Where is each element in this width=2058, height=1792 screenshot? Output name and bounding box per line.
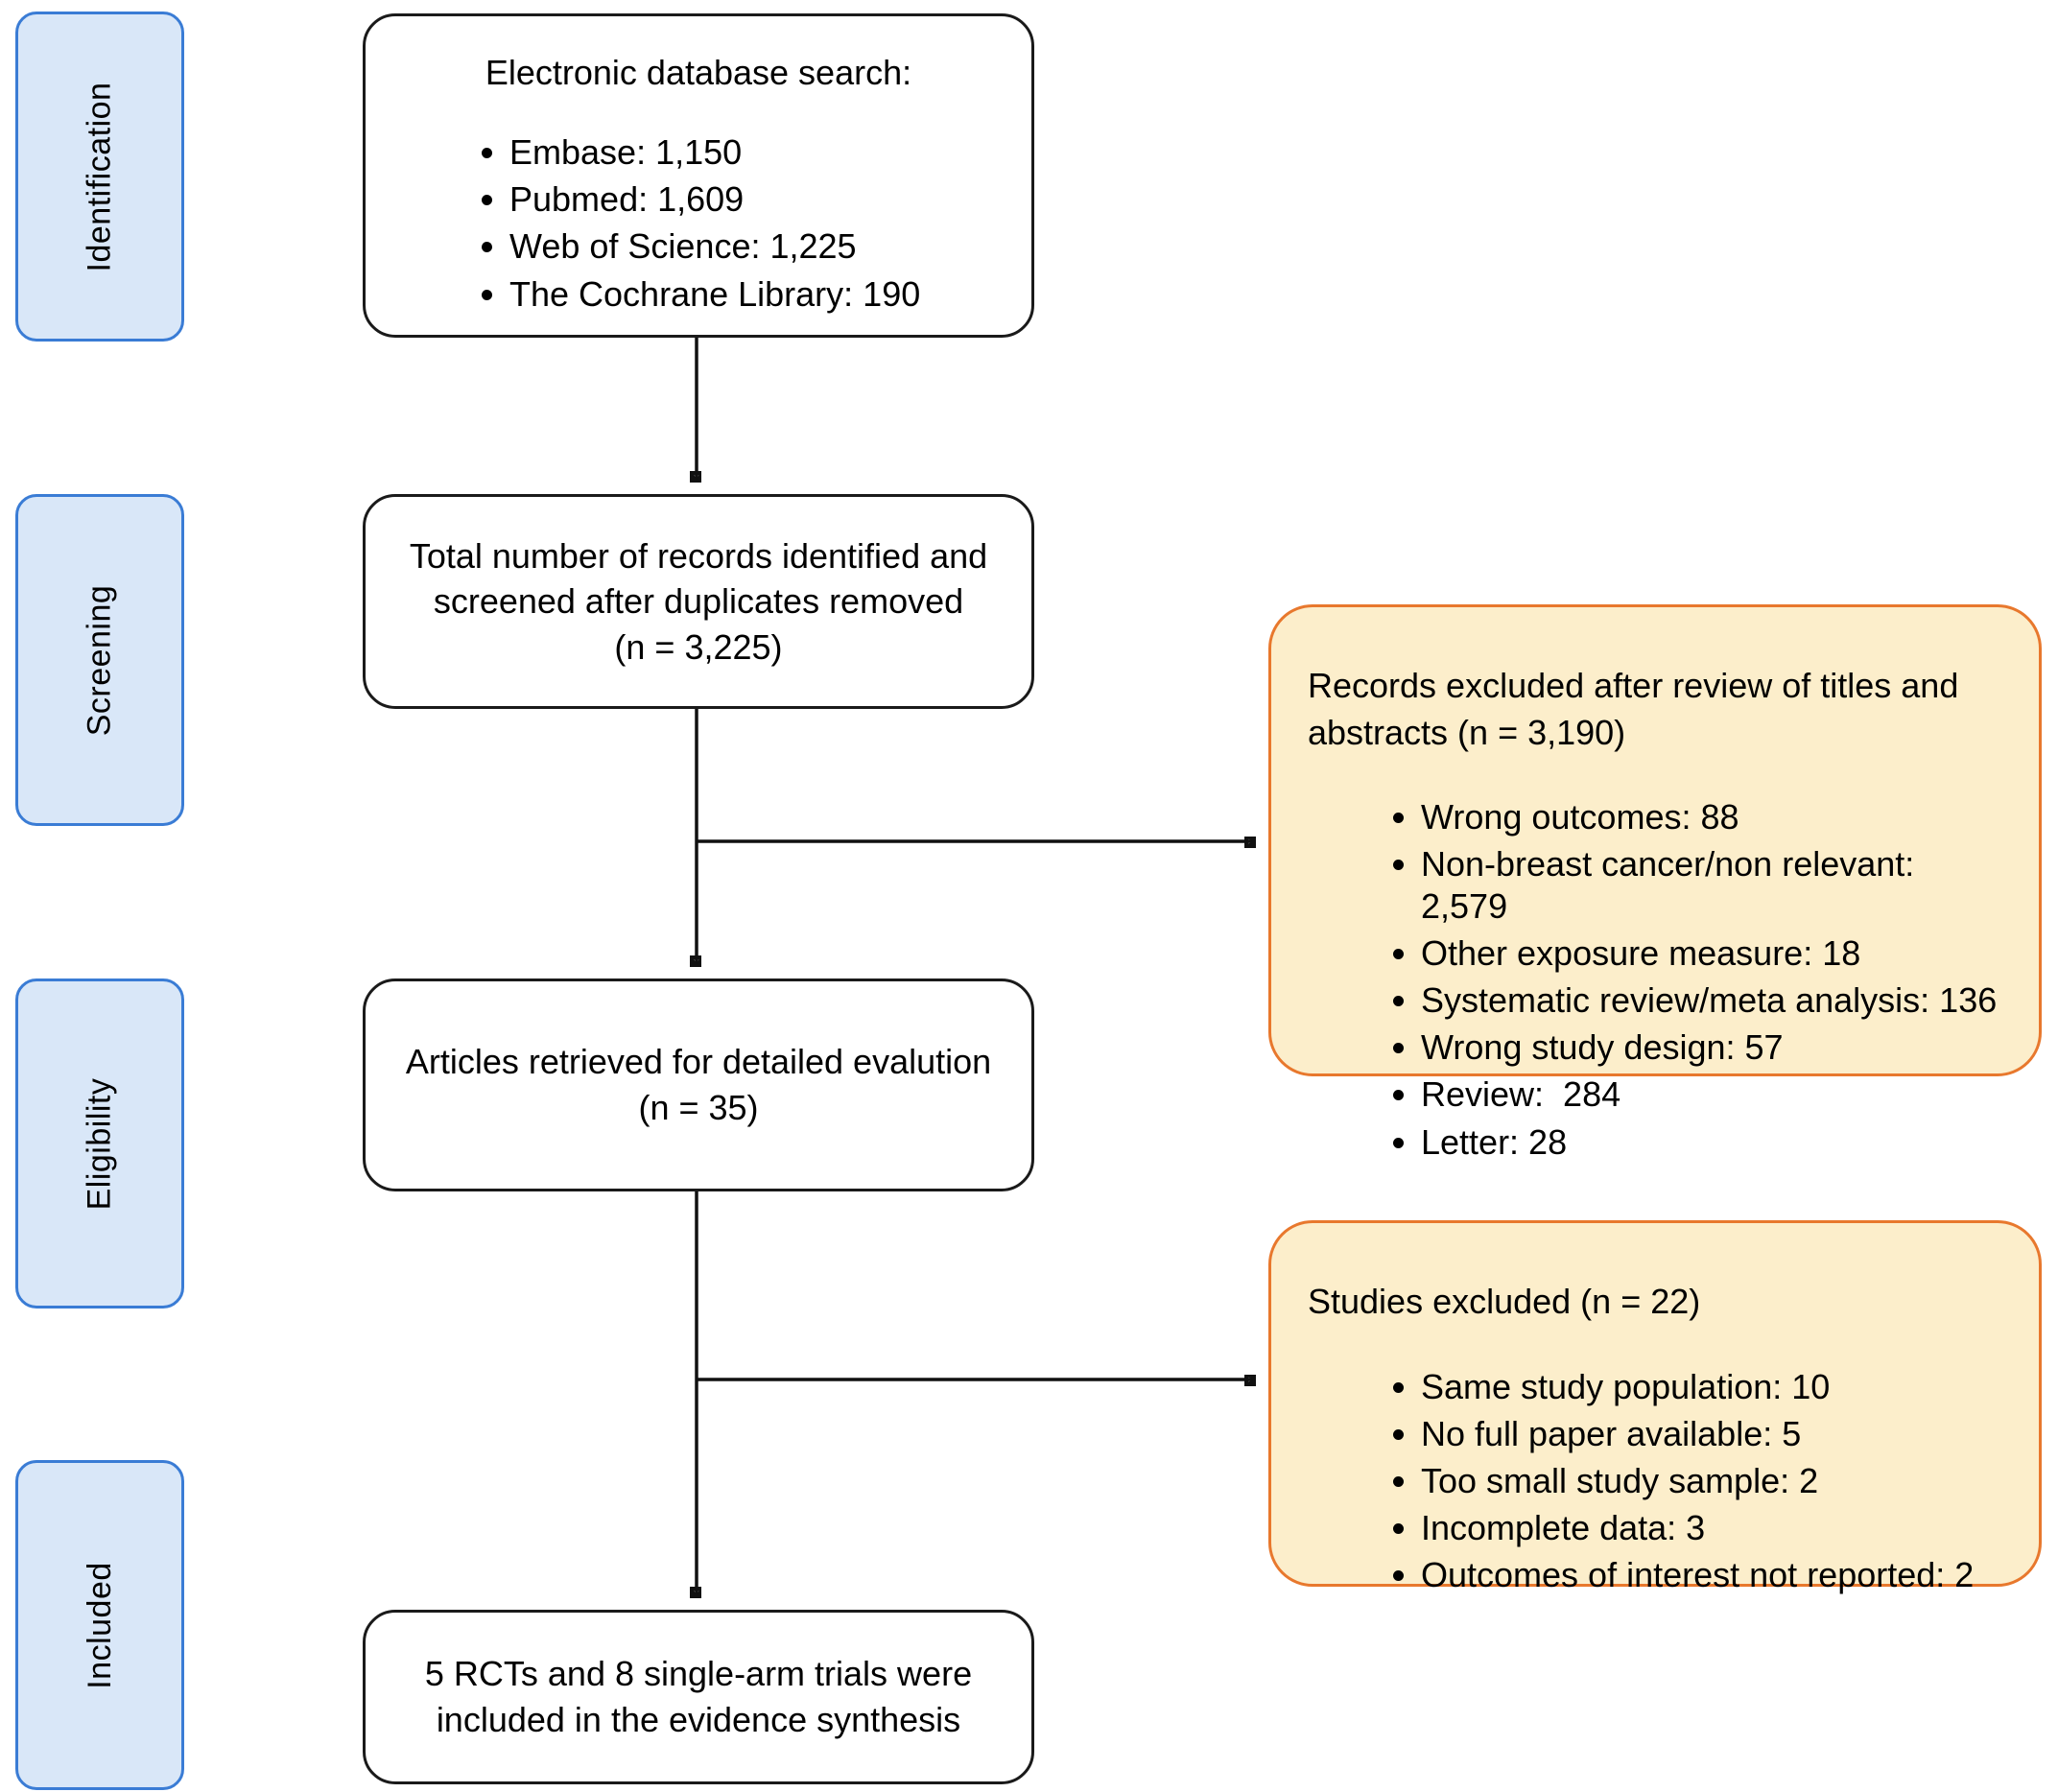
stage-included: Included (15, 1460, 184, 1790)
records-excluded-list: Wrong outcomes: 88 Non-breast cancer/non … (1308, 796, 2000, 1163)
records-screened-text: Total number of records identified and s… (409, 535, 988, 667)
articles-retrieved-text: Articles retrieved for detailed evalutio… (405, 1042, 992, 1127)
stage-screening-label: Screening (81, 584, 118, 736)
stage-included-label: Included (81, 1561, 118, 1689)
bullet-item: Other exposure measure: 18 (1421, 932, 2000, 974)
studies-excluded-list: Same study population: 10 No full paper a… (1308, 1366, 2000, 1596)
database-search-title: Electronic database search: (485, 53, 912, 92)
studies-excluded-title: Studies excluded (n = 22) (1308, 1282, 1701, 1321)
box-studies-excluded: Studies excluded (n = 22) Same study pop… (1268, 1220, 2042, 1594)
bullet-item: Incomplete data: 3 (1421, 1507, 2000, 1548)
stage-eligibility-label: Eligibility (81, 1077, 118, 1210)
bullet-item: Review: 284 (1421, 1073, 2000, 1115)
stage-identification: Identification (15, 12, 184, 342)
records-excluded-title: Records excluded after review of titles … (1308, 666, 1959, 752)
database-search-list: Embase: 1,150Pubmed: 1,609Web of Science… (366, 131, 1031, 315)
bullet-item: Embase: 1,150 (509, 131, 1031, 173)
bullet-item: The Cochrane Library: 190 (509, 273, 1031, 315)
bullet-item: Web of Science: 1,225 (509, 225, 1031, 267)
bullet-item: Outcomes of interest not reported: 2 (1421, 1554, 2000, 1595)
box-database-search: Electronic database search: Embase: 1,15… (363, 13, 1034, 338)
bullet-item: Letter: 28 (1421, 1121, 2000, 1163)
bullet-item: Wrong outcomes: 88 (1421, 796, 2000, 837)
stage-eligibility: Eligibility (15, 979, 184, 1309)
bullet-item: Pubmed: 1,609 (509, 178, 1031, 220)
box-included-trials: 5 RCTs and 8 single-arm trials were incl… (363, 1610, 1034, 1784)
stage-screening: Screening (15, 494, 184, 826)
stage-identification-label: Identification (81, 82, 118, 271)
bullet-item: Same study population: 10 (1421, 1366, 2000, 1407)
box-articles-retrieved: Articles retrieved for detailed evalutio… (363, 979, 1034, 1191)
included-trials-text: 5 RCTs and 8 single-arm trials were incl… (424, 1654, 973, 1739)
bullet-item: Systematic review/meta analysis: 136 (1421, 979, 2000, 1021)
box-records-screened: Total number of records identified and s… (363, 494, 1034, 709)
bullet-item: Too small study sample: 2 (1421, 1460, 2000, 1501)
bullet-item: Non-breast cancer/non relevant: 2,579 (1421, 843, 2000, 926)
bullet-item: No full paper available: 5 (1421, 1413, 2000, 1454)
bullet-item: Wrong study design: 57 (1421, 1026, 2000, 1068)
box-records-excluded: Records excluded after review of titles … (1268, 604, 2042, 1162)
